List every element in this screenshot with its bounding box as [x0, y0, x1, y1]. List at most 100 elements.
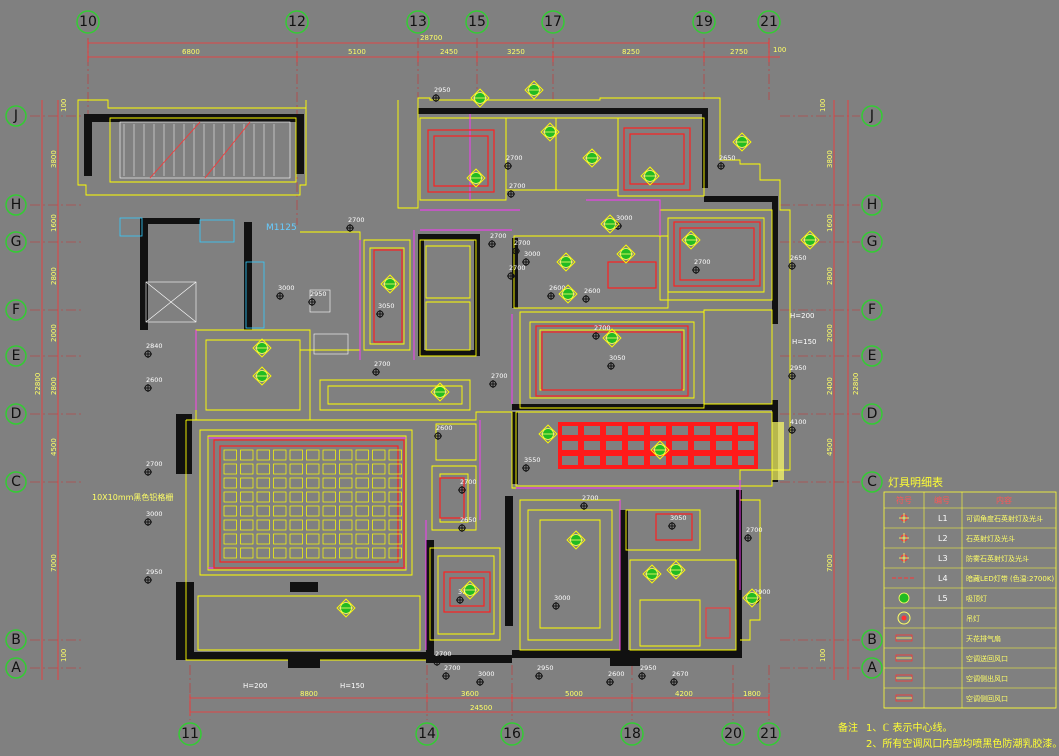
- dim-top-seg: 5100: [348, 48, 366, 56]
- legend-symbol-icon: [899, 533, 909, 543]
- grid-bubble: H: [861, 194, 883, 216]
- grid-bubble: J: [5, 105, 27, 127]
- svg-text:14: 14: [418, 726, 436, 742]
- ceiling-level-value: 3050: [378, 302, 395, 310]
- dim-top-seg: 2750: [730, 48, 748, 56]
- pendant-lamp-icon: [556, 252, 576, 272]
- svg-text:G: G: [11, 234, 22, 250]
- grid-bubble: 14: [415, 722, 439, 746]
- grid-bubble: 12: [285, 10, 309, 34]
- bottom-dimensions: 8800 3600 5000 4200 1800 24500: [189, 690, 770, 716]
- dim-top-total: 28700: [420, 34, 442, 42]
- ceiling-level-marker: 2700: [507, 182, 526, 198]
- ceiling-level-marker: 2950: [308, 290, 327, 306]
- ceiling-level-value: 2700: [490, 232, 507, 240]
- pendant-lamp-icon: [538, 424, 558, 444]
- ceiling-level-value: 2650: [719, 154, 736, 162]
- fixtures: [119, 217, 784, 668]
- ceiling-level-value: 2600: [584, 287, 601, 295]
- ceiling-level-value: 2950: [640, 664, 657, 672]
- grid-bubble: F: [5, 299, 27, 321]
- grid-bubble: B: [861, 629, 883, 651]
- pendant-lamp-icon: [252, 338, 272, 358]
- pendant-lamp-icon: [800, 230, 820, 250]
- legend-description: 吸顶灯: [966, 594, 987, 603]
- ceiling-level-marker: 3000: [522, 250, 541, 266]
- dim-bottom-seg: 4200: [675, 690, 693, 698]
- svg-text:18: 18: [623, 726, 641, 742]
- ceiling-level-marker: 2700: [433, 650, 452, 666]
- ceiling-level-marker: 4100: [788, 418, 807, 434]
- dim-left-total: 22800: [34, 373, 42, 395]
- ceiling-level-marker: 2700: [512, 239, 531, 255]
- legend-symbol-icon: [895, 694, 913, 702]
- legend-description: 天花排气扇: [966, 634, 1001, 643]
- dim-bottom-seg: 3600: [461, 690, 479, 698]
- ceiling-level-marker: 2950: [638, 664, 657, 680]
- ceiling-level-marker: 2950: [788, 364, 807, 380]
- pendant-lamp-icon: [430, 382, 450, 402]
- ceiling-level-value: 3050: [670, 514, 687, 522]
- pendant-lamp-icon: [666, 560, 686, 580]
- legend-description: 空调侧出风口: [966, 674, 1008, 683]
- legend-symbol-icon: [895, 674, 913, 682]
- dim-right-total: 22800: [852, 373, 860, 395]
- svg-text:J: J: [13, 108, 18, 124]
- svg-text:17: 17: [544, 14, 562, 30]
- dim-left-seg: 2800: [50, 377, 58, 395]
- grid-bubble: 19: [692, 10, 716, 34]
- ceiling-level-marker: 2700: [346, 216, 365, 232]
- ceiling-level-value: 2700: [509, 264, 526, 272]
- grid-bubble: 21: [757, 10, 781, 34]
- grid-bubble: C: [5, 471, 27, 493]
- legend-symbol-icon: [895, 654, 913, 662]
- ceiling-level-value: 2700: [694, 258, 711, 266]
- ceiling-outlines: [77, 97, 791, 661]
- dim-left-seg: 4500: [50, 438, 58, 456]
- door-tag: M1125: [266, 223, 297, 233]
- svg-text:B: B: [11, 632, 21, 648]
- svg-text:F: F: [12, 302, 20, 318]
- ceiling-level-marker: 2700: [580, 494, 599, 510]
- ceiling-level-marker: 3050: [376, 302, 395, 318]
- ceiling-level-marker: 3000: [144, 510, 163, 526]
- legend-description: 可调角度石英射灯及光斗: [966, 514, 1043, 523]
- offset-label: H=150: [792, 338, 817, 346]
- pendant-lamp-icon: [650, 440, 670, 460]
- ceiling-level-marker: 2700: [144, 460, 163, 476]
- svg-text:G: G: [867, 234, 878, 250]
- notes-line: 1、ℂ 表示中心线。: [866, 721, 953, 734]
- dim-right-seg: 1600: [826, 214, 834, 232]
- svg-text:20: 20: [724, 726, 742, 742]
- legend-header: 编号: [934, 495, 950, 505]
- ceiling-level-marker: 2600: [434, 424, 453, 440]
- legend-code: L1: [938, 514, 948, 523]
- grid-bubble: A: [861, 657, 883, 679]
- svg-text:19: 19: [695, 14, 713, 30]
- grid-bubble: H: [5, 194, 27, 216]
- legend-code: L2: [938, 534, 948, 543]
- ceiling-level-value: 2600: [146, 376, 163, 384]
- legend-description: 暗藏LED灯带 (色温:2700K): [966, 574, 1054, 583]
- dim-top-seg: 6800: [182, 48, 200, 56]
- ceiling-level-value: 2950: [434, 86, 451, 94]
- svg-text:C: C: [11, 474, 21, 490]
- legend-symbol-icon: [895, 634, 913, 642]
- dim-top-end: 100: [773, 46, 786, 54]
- grid-bubble: 21: [757, 722, 781, 746]
- ceiling-level-marker: 2670: [670, 670, 689, 686]
- ceiling-level-marker: 2600: [582, 287, 601, 303]
- ceiling-level-marker: 3000: [552, 594, 571, 610]
- svg-text:12: 12: [288, 14, 306, 30]
- ceiling-level-marker: 2700: [744, 526, 763, 542]
- ceiling-level-value: 2700: [444, 664, 461, 672]
- pendant-lamp-icon: [742, 588, 762, 608]
- pendant-lamp-icon: [640, 166, 660, 186]
- pendant-lamps: [252, 80, 820, 618]
- ceiling-level-value: 2600: [436, 424, 453, 432]
- ceiling-level-marker: 2600: [547, 284, 566, 300]
- grid-bubbles-right: J H G F E D C B A: [861, 105, 883, 679]
- ceiling-level-value: 2700: [491, 372, 508, 380]
- ceiling-level-marker: 2650: [458, 516, 477, 532]
- notes-prefix: 备注: [838, 721, 858, 734]
